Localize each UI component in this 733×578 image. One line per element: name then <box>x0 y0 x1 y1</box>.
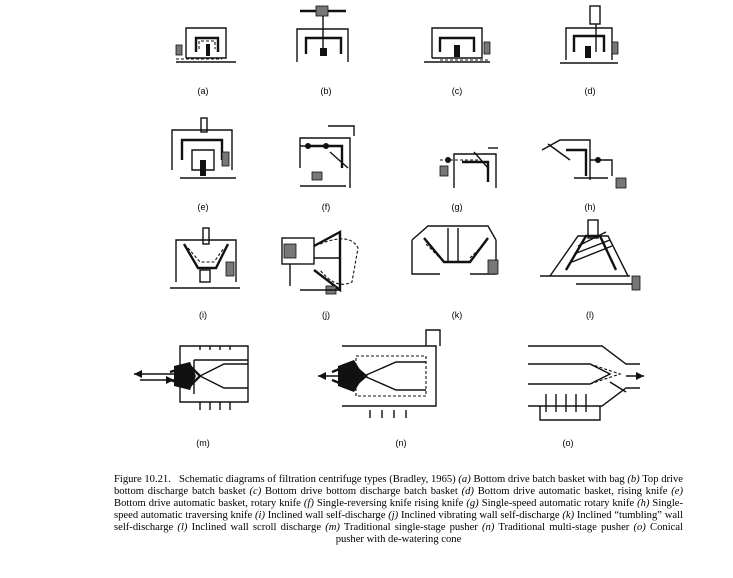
diagram-e <box>171 117 236 179</box>
diagram-i <box>170 227 240 289</box>
caption-item-key: (o) <box>633 522 646 533</box>
caption-item-text: Bottom drive automatic basket, rotary kn… <box>114 498 301 509</box>
caption-item-key: (h) <box>637 498 650 509</box>
diagram-b <box>296 5 349 62</box>
caption-item-text: Single-speed automatic traversing knife <box>114 498 684 521</box>
caption-item-key: (e) <box>671 486 683 497</box>
diagram-k <box>411 225 499 275</box>
diagram-m <box>134 345 249 410</box>
caption-item-key: (a) <box>458 474 471 485</box>
schematics-drawing <box>134 5 644 421</box>
caption-item-key: (j) <box>388 510 399 521</box>
caption-item-key: (b) <box>627 474 640 485</box>
caption-item-key: (g) <box>466 498 479 509</box>
diagram-n <box>318 329 441 418</box>
caption-item-text: Inclined wall self-discharge <box>267 510 386 521</box>
diagram-f <box>299 125 355 188</box>
label-b: (b) <box>320 86 332 96</box>
caption-figure-ref: Figure 10.21. <box>114 474 171 485</box>
caption-item-text: Inclined wall scroll discharge <box>191 522 322 533</box>
label-c: (c) <box>451 86 463 96</box>
caption-item-text: Inclined “tumbling” wall self-discharge <box>114 510 683 533</box>
caption-items: (a) Bottom drive batch basket with bag (… <box>114 474 683 545</box>
label-o: (o) <box>562 438 574 448</box>
caption-item-key: (c) <box>249 486 262 497</box>
caption-item-key: (n) <box>482 522 495 533</box>
diagram-d <box>560 5 619 64</box>
caption-item-text: Bottom drive batch basket with bag <box>473 474 625 485</box>
caption-item-key: (l) <box>177 522 188 533</box>
caption-item-key: (k) <box>562 510 575 521</box>
diagram-h <box>541 139 627 189</box>
label-a: (a) <box>197 86 209 96</box>
label-l: (l) <box>586 310 594 320</box>
caption-item-text: Top drive bottom discharge batch basket <box>114 474 683 497</box>
figure-caption: Figure 10.21. Schematic diagrams of filt… <box>114 474 683 546</box>
label-h: (h) <box>584 202 596 212</box>
label-d: (d) <box>584 86 596 96</box>
caption-item-text: Traditional single-stage pusher <box>343 522 478 533</box>
label-e: (e) <box>197 202 209 212</box>
caption-item-key: (m) <box>325 522 340 533</box>
centrifuge-schematics-figure: (a) (b) (c) (d) (e) (f) (g) (h) (i) (j) … <box>134 5 644 448</box>
label-g: (g) <box>451 202 463 212</box>
caption-item-key: (i) <box>255 510 266 521</box>
label-f: (f) <box>321 202 331 212</box>
caption-item-text: Traditional multi-stage pusher <box>498 522 630 533</box>
label-n: (n) <box>395 438 407 448</box>
diagram-a <box>175 27 236 63</box>
caption-item-text: Bottom drive automatic basket, rising kn… <box>477 486 668 497</box>
label-m: (m) <box>196 438 210 448</box>
caption-item-text: Inclined vibrating wall self-discharge <box>400 510 560 521</box>
diagram-g <box>439 147 498 188</box>
label-k: (k) <box>451 310 463 320</box>
diagram-c <box>424 27 491 63</box>
caption-item-text: Conical pusher with de-watering cone <box>335 522 683 545</box>
label-j: (j) <box>322 310 330 320</box>
caption-item-text: Single-reversing knife rising knife <box>316 498 464 509</box>
caption-item-key: (d) <box>461 486 474 497</box>
diagram-j <box>281 229 359 295</box>
diagram-o <box>528 345 644 421</box>
caption-intro: Schematic diagrams of filtration centrif… <box>178 474 456 485</box>
label-i: (i) <box>199 310 207 320</box>
caption-item-text: Single-speed automatic rotary knife <box>481 498 635 509</box>
diagram-l <box>540 219 641 291</box>
caption-item-key: (f) <box>303 498 314 509</box>
caption-item-text: Bottom drive bottom discharge batch bask… <box>265 486 458 497</box>
